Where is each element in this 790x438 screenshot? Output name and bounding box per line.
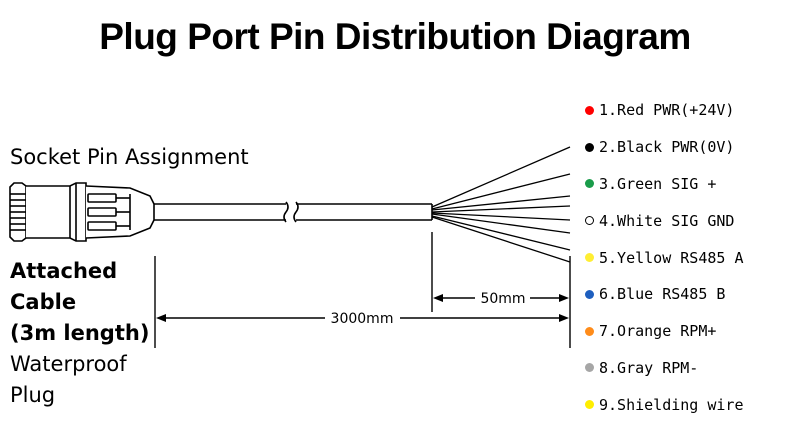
pin-item-8: 8.Gray RPM- [585,350,744,387]
cable-break-icon [283,201,299,223]
pin-label: 7.Orange RPM+ [599,322,717,341]
pin-label: 5.Yellow RS485 A [599,248,744,267]
cable-label-line4: Waterproof [10,352,127,376]
total-length-label: 3000mm [331,311,394,327]
cable-label-line5: Plug [10,383,56,407]
pin-label: 6.Blue RS485 B [599,285,726,304]
pin-legend: 1.Red PWR(+24V) 2.Black PWR(0V) 3.Green … [585,92,744,423]
pin-color-dot [585,253,594,263]
cable-label-line1: Attached [10,259,118,283]
cable-body [154,203,433,221]
pin-item-4: 4.White SIG GND [585,202,744,239]
pin-label: 1.Red PWR(+24V) [599,101,735,120]
wire-fanout [431,146,571,263]
pin-color-dot [585,142,594,152]
pin-label: 2.Black PWR(0V) [599,138,735,157]
pin-item-6: 6.Blue RS485 B [585,276,744,313]
pin-item-3: 3.Green SIG + [585,166,744,203]
cable-label-line3: (3m length) [10,321,150,345]
pin-item-1: 1.Red PWR(+24V) [585,92,744,129]
pin-color-dot [585,363,594,373]
pin-item-7: 7.Orange RPM+ [585,313,744,350]
pin-item-9: 9.Shielding wire [585,386,744,423]
pin-color-dot [585,289,594,299]
connector-plug-icon [9,182,155,242]
dimension-lines [154,232,571,348]
pin-color-dot [585,326,594,336]
pin-item-5: 5.Yellow RS485 A [585,239,744,276]
diagram-title: Plug Port Pin Distribution Diagram [99,16,691,57]
pin-label: 8.Gray RPM- [599,358,699,377]
pin-label: 9.Shielding wire [599,395,744,414]
pin-color-dot [585,400,594,410]
lead-length-label: 50mm [480,291,525,307]
pin-color-dot [585,216,594,226]
socket-pin-assignment-label: Socket Pin Assignment [10,145,249,169]
pin-item-2: 2.Black PWR(0V) [585,129,744,166]
pin-label: 3.Green SIG + [599,174,717,193]
cable-description: Attached Cable (3m length) Waterproof Pl… [10,256,149,411]
pin-color-dot [585,105,594,115]
pin-label: 4.White SIG GND [599,211,735,230]
pin-color-dot [585,179,594,189]
cable-label-line2: Cable [10,290,77,314]
